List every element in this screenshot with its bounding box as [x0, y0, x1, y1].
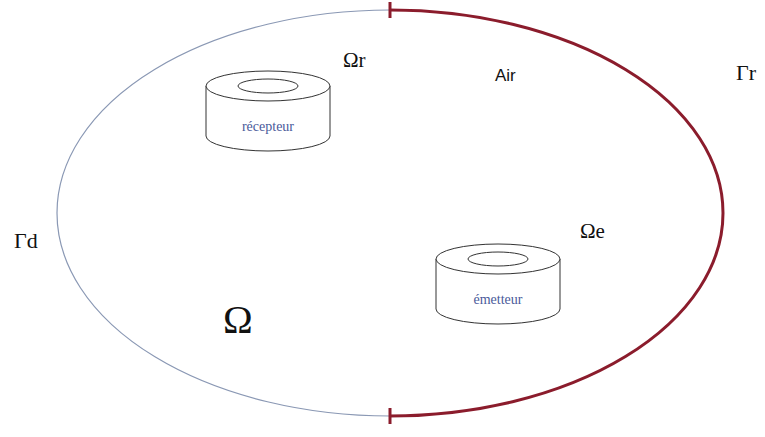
coil-cylinder — [435, 243, 561, 325]
emitter-coil: Ωeémetteur — [435, 243, 561, 325]
part-name: récepteur — [205, 119, 331, 135]
receiver-coil: Ωrrécepteur — [205, 70, 331, 152]
cylinder-hole — [238, 79, 298, 93]
cylinder-top — [436, 244, 560, 274]
boundary-tick — [389, 2, 392, 18]
boundary-tick — [389, 408, 392, 424]
domain-outline — [55, 8, 725, 418]
coil-cylinder — [205, 70, 331, 152]
boundary-label: Γd — [14, 228, 38, 254]
domain-label: Ω — [223, 296, 253, 343]
cylinder-hole — [468, 252, 528, 266]
subdomain-label: Ωr — [343, 48, 366, 73]
air-domain: AirΩΩrrécepteurΩeémetteur — [55, 8, 725, 418]
dirichlet-boundary — [57, 10, 390, 416]
region-label: Air — [495, 66, 516, 86]
cylinder-top — [206, 71, 330, 101]
part-name: émetteur — [435, 292, 561, 308]
robin-boundary — [390, 10, 723, 416]
boundary-label: Γr — [736, 60, 756, 86]
subdomain-label: Ωe — [580, 219, 605, 244]
